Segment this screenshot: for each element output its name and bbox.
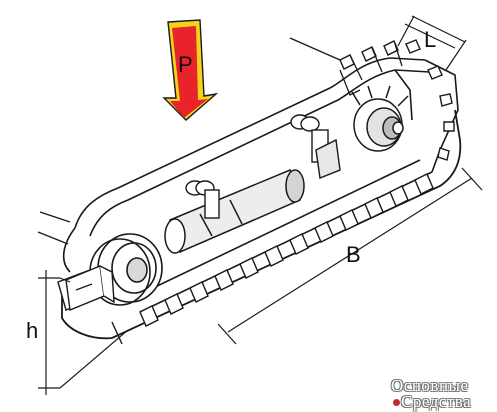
dimension-l	[397, 15, 467, 71]
track-chain	[57, 39, 462, 345]
track-shoes	[139, 173, 434, 327]
load-arrow-label: P	[178, 52, 193, 77]
dimension-b-label: B	[346, 242, 361, 267]
track-frame	[62, 57, 459, 313]
watermark-logo: Основные Средства	[391, 377, 495, 411]
watermark-line-1: Основные	[391, 376, 469, 395]
left-leader-lines	[37, 211, 71, 245]
watermark-dot-icon	[393, 399, 400, 406]
top-leader-line	[289, 37, 341, 61]
dimension-h-label: h	[26, 318, 38, 343]
rear-frame-brackets	[339, 43, 403, 96]
drive-sprocket	[351, 85, 409, 152]
carrier-rollers	[185, 114, 341, 219]
watermark-line-2: Средства	[401, 392, 472, 411]
recoil-cylinder	[164, 168, 305, 254]
track-upper-links	[339, 39, 455, 161]
dimension-l-label: L	[424, 27, 436, 52]
dimension-b	[217, 167, 483, 345]
front-bracket	[65, 265, 115, 311]
load-arrow	[162, 19, 219, 121]
dimension-h	[38, 270, 129, 395]
